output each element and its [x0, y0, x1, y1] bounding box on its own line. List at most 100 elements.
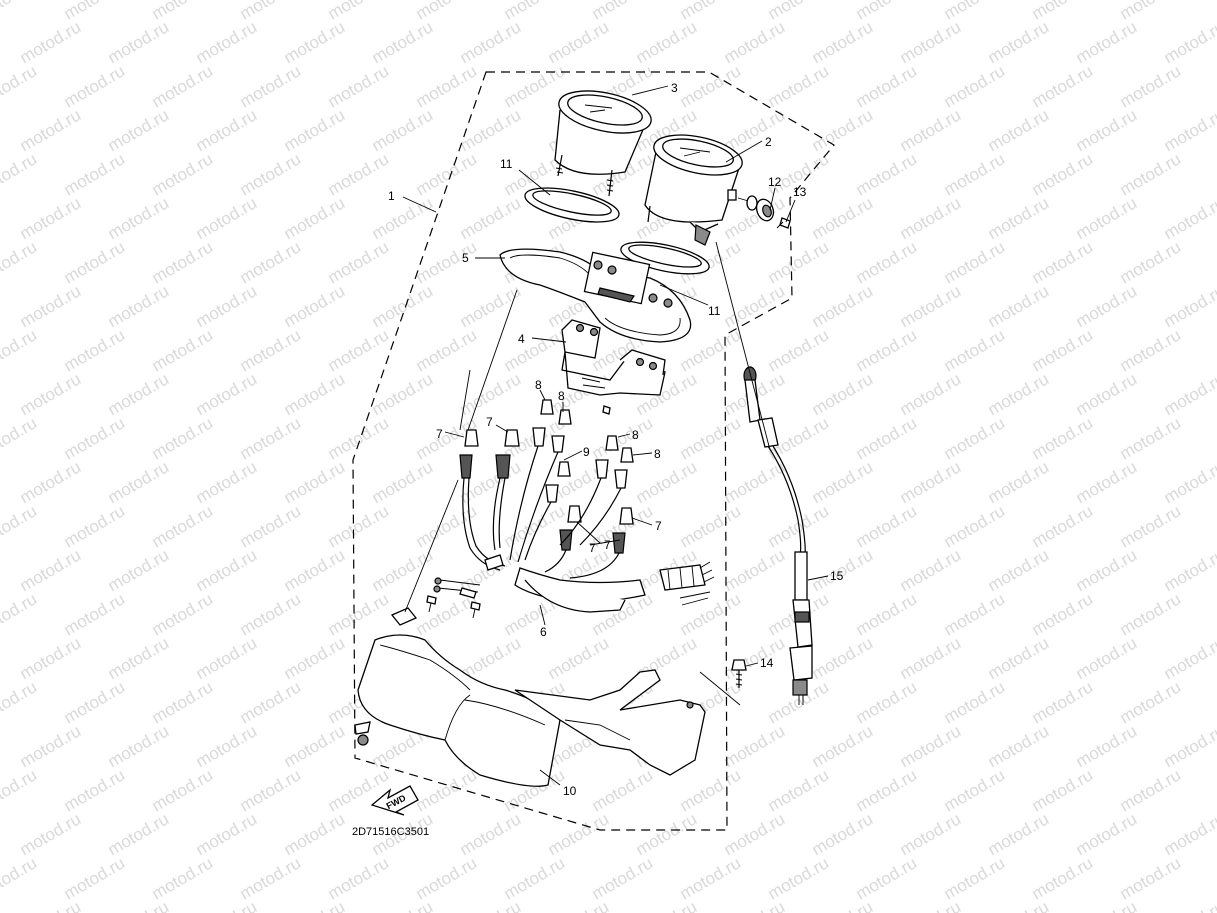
- bulb-8-d: [620, 447, 634, 463]
- watermark-text: motod.ru: [765, 325, 833, 375]
- watermark-text: motod.ru: [413, 237, 481, 287]
- fwd-arrow: FWD: [370, 785, 419, 816]
- watermark-text: motod.ru: [897, 17, 965, 67]
- watermark-text: motod.ru: [237, 325, 305, 375]
- watermark-text: motod.ru: [237, 61, 305, 111]
- watermark-text: motod.ru: [369, 897, 437, 913]
- watermark-text: motod.ru: [1029, 61, 1097, 111]
- watermark-text: motod.ru: [325, 237, 393, 287]
- watermark-text: motod.ru: [325, 413, 393, 463]
- watermark-text: motod.ru: [105, 17, 173, 67]
- watermark-text: motod.ru: [1117, 413, 1185, 463]
- watermark-text: motod.ru: [61, 501, 129, 551]
- watermark-text: motod.ru: [1029, 853, 1097, 903]
- watermark-text: motod.ru: [545, 897, 613, 913]
- callout-5: 5: [462, 251, 469, 265]
- watermark-text: motod.ru: [1029, 325, 1097, 375]
- watermark-text: motod.ru: [809, 17, 877, 67]
- callout-8-b: 8: [558, 389, 565, 403]
- watermark-text: motod.ru: [1029, 589, 1097, 639]
- watermark-text: motod.ru: [61, 677, 129, 727]
- watermark-text: motod.ru: [589, 853, 657, 903]
- watermark-text: motod.ru: [501, 501, 569, 551]
- watermark-text: motod.ru: [809, 721, 877, 771]
- wire-harness: [426, 427, 715, 619]
- watermark-text: motod.ru: [369, 281, 437, 331]
- watermark-text: motod.ru: [457, 17, 525, 67]
- watermark-text: motod.ru: [149, 61, 217, 111]
- watermark-text: motod.ru: [677, 853, 745, 903]
- watermark-text: motod.ru: [17, 545, 85, 595]
- watermark-text: motod.ru: [985, 809, 1053, 859]
- watermark-text: motod.ru: [17, 633, 85, 683]
- watermark-text: motod.ru: [1073, 281, 1141, 331]
- watermark-text: motod.ru: [237, 677, 305, 727]
- watermark-text: motod.ru: [809, 897, 877, 913]
- watermark-text: motod.ru: [721, 809, 789, 859]
- watermark-text: motod.ru: [149, 501, 217, 551]
- watermark-text: motod.ru: [1029, 501, 1097, 551]
- watermark-text: motod.ru: [809, 193, 877, 243]
- watermark-text: motod.ru: [281, 457, 349, 507]
- watermark-text: motod.ru: [105, 193, 173, 243]
- watermark-text: motod.ru: [853, 765, 921, 815]
- watermark-text: motod.ru: [281, 281, 349, 331]
- watermark-text: motod.ru: [897, 105, 965, 155]
- watermark-text: motod.ru: [325, 501, 393, 551]
- watermark-text: motod.ru: [61, 237, 129, 287]
- watermark-text: motod.ru: [677, 413, 745, 463]
- watermark-text: motod.ru: [281, 809, 349, 859]
- watermark-text: motod.ru: [1117, 677, 1185, 727]
- watermark-text: motod.ru: [897, 193, 965, 243]
- seal-ring-11-right: [620, 241, 710, 275]
- callout-8-c: 8: [632, 428, 639, 442]
- callout-7-c: 7: [604, 538, 611, 552]
- watermark-text: motod.ru: [17, 281, 85, 331]
- watermark-text: motod.ru: [941, 853, 1009, 903]
- watermark-text: motod.ru: [941, 61, 1009, 111]
- watermark-text: motod.ru: [149, 677, 217, 727]
- watermark-text: motod.ru: [281, 545, 349, 595]
- watermark-text: motod.ru: [985, 193, 1053, 243]
- watermark-text: motod.ru: [677, 61, 745, 111]
- watermark-text: motod.ru: [677, 765, 745, 815]
- watermark-text: motod.ru: [237, 237, 305, 287]
- watermark-text: motod.ru: [853, 589, 921, 639]
- watermark-text: motod.ru: [721, 545, 789, 595]
- bushing-12: [737, 195, 775, 222]
- watermark-text: motod.ru: [1161, 17, 1217, 67]
- watermark-text: motod.ru: [545, 17, 613, 67]
- watermark-text: motod.ru: [721, 721, 789, 771]
- watermark-text: motod.ru: [237, 413, 305, 463]
- watermark-text: motod.ru: [0, 589, 40, 639]
- watermark-text: motod.ru: [677, 501, 745, 551]
- watermark-text: motod.ru: [325, 325, 393, 375]
- watermark-text: motod.ru: [325, 149, 393, 199]
- callout-7-a: 7: [436, 427, 443, 441]
- watermark-text: motod.ru: [149, 589, 217, 639]
- watermark-text: motod.ru: [61, 413, 129, 463]
- watermark-text: motod.ru: [17, 721, 85, 771]
- callout-4: 4: [518, 332, 525, 346]
- watermark-text: motod.ru: [0, 325, 40, 375]
- watermark-text: motod.ru: [281, 633, 349, 683]
- watermark-text: motod.ru: [1029, 413, 1097, 463]
- watermark-text: motod.ru: [853, 853, 921, 903]
- watermark-text: motod.ru: [1073, 897, 1141, 913]
- meter-housing: [354, 607, 561, 787]
- meter-cover-plate: [499, 248, 692, 343]
- watermark-text: motod.ru: [105, 809, 173, 859]
- watermark-text: motod.ru: [413, 149, 481, 199]
- watermark-text: motod.ru: [105, 369, 173, 419]
- speedometer-gauge: [644, 134, 743, 246]
- leader-lines: [402, 85, 829, 786]
- watermark-text: motod.ru: [369, 17, 437, 67]
- callout-11-lower: 11: [708, 304, 721, 318]
- watermark-text: motod.ru: [1117, 589, 1185, 639]
- watermark-text: motod.ru: [457, 193, 525, 243]
- watermark-text: motod.ru: [105, 281, 173, 331]
- watermark-text: motod.ru: [941, 677, 1009, 727]
- watermark-text: motod.ru: [721, 633, 789, 683]
- watermark-text: motod.ru: [193, 897, 261, 913]
- watermark-text: motod.ru: [17, 809, 85, 859]
